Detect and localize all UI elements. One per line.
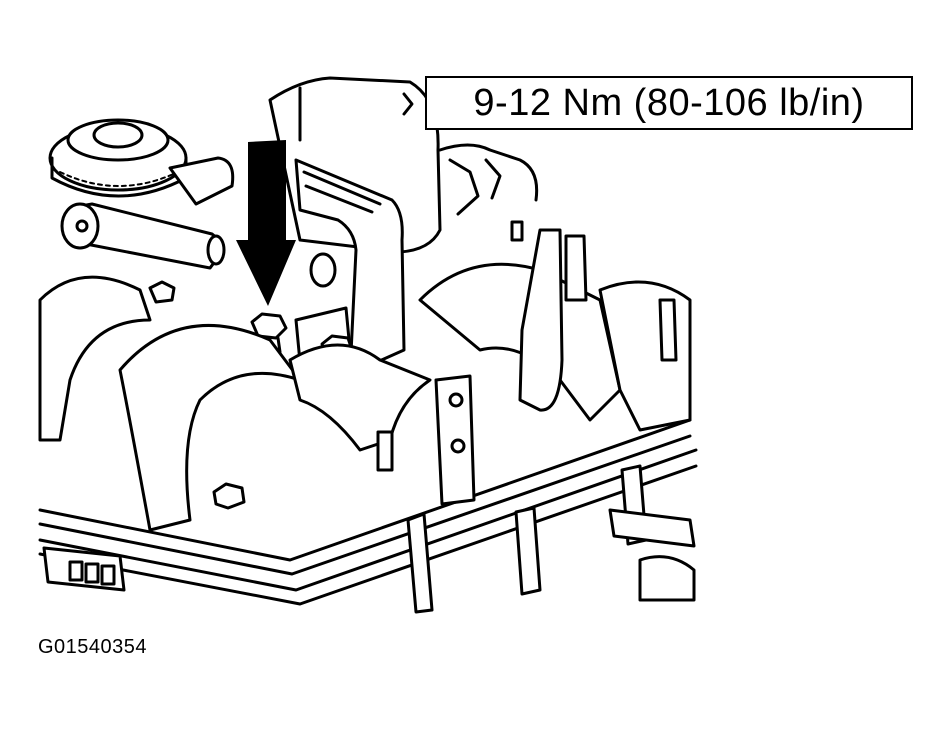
- torque-spec-callout: 9-12 Nm (80-106 lb/in): [425, 76, 913, 130]
- down-arrow-icon: [236, 140, 296, 306]
- intake-runners: [38, 228, 692, 532]
- lower-right-hardware: [608, 508, 696, 602]
- fuel-injectors: [376, 374, 648, 614]
- electrical-connector: [42, 546, 126, 592]
- figure-id-label: G01540354: [38, 636, 148, 658]
- egr-tube: [60, 156, 235, 270]
- fuel-rail: [38, 418, 698, 606]
- torque-spec-label: 9-12 Nm (80-106 lb/in): [473, 81, 865, 124]
- egr-valve: [48, 118, 188, 198]
